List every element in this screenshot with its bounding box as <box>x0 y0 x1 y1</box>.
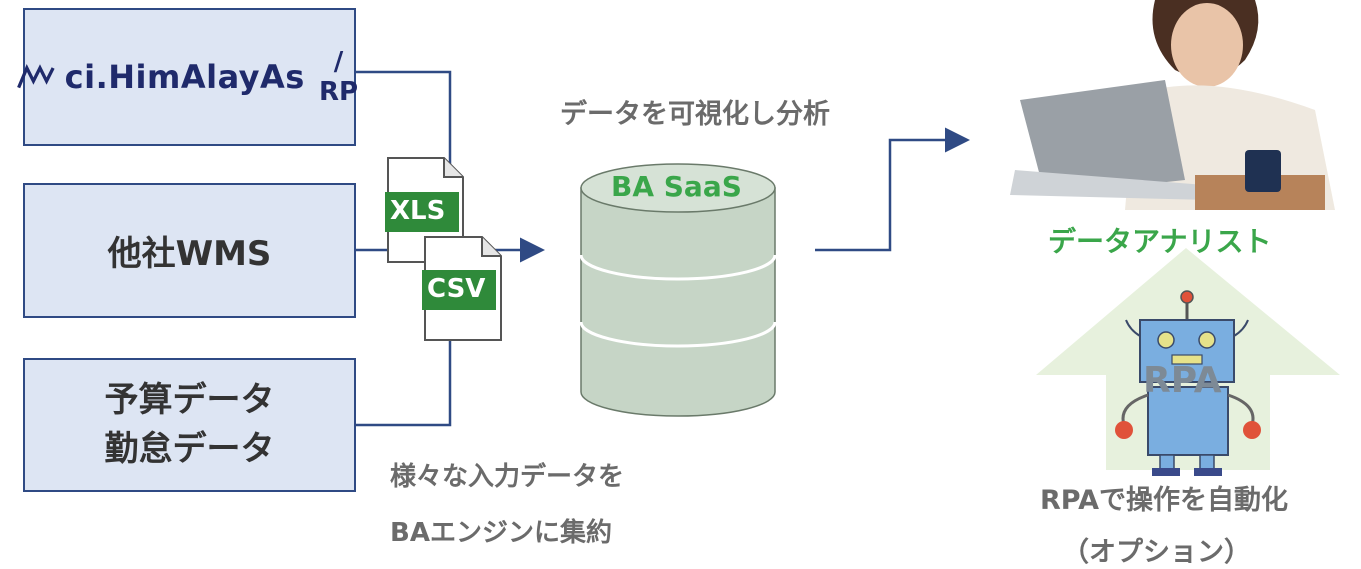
himalayas-logo-suffix: / RP <box>318 47 359 107</box>
bottom-caption-line2: BAエンジンに集約 <box>390 518 612 548</box>
other-wms-label: 他社WMS <box>107 234 272 274</box>
connector-to-analyst <box>815 127 970 252</box>
database-icon <box>579 163 777 417</box>
himalayas-logo-text: ci.HimAlayAs <box>64 58 305 96</box>
source-himalayas-box: ci.HimAlayAs / RP <box>17 8 358 146</box>
analyst-photo <box>1005 0 1345 210</box>
attendance-data-label: 勤怠データ <box>104 429 275 469</box>
xls-label: XLS <box>390 196 446 226</box>
csv-label: CSV <box>427 274 486 304</box>
top-caption: データを可視化し分析 <box>560 99 830 130</box>
csv-file-icon <box>422 236 502 341</box>
himalayas-logo-icon <box>17 64 55 89</box>
source-other-wms-box: 他社WMS <box>23 183 356 318</box>
rpa-caption-line2: （オプション） <box>1062 537 1251 568</box>
analyst-label: データアナリスト <box>1048 225 1272 258</box>
db-label: BA SaaS <box>611 170 742 203</box>
budget-data-label: 予算データ <box>104 379 275 420</box>
source-budget-box: 予算データ 勤怠データ <box>23 358 356 492</box>
himalayas-logo: ci.HimAlayAs / RP <box>17 47 362 107</box>
robot-rpa-text: RPA <box>1143 360 1222 401</box>
rpa-caption-line1: RPAで操作を自動化 <box>1040 485 1288 516</box>
bottom-caption-line1: 様々な入力データを <box>390 462 625 492</box>
robot-icon <box>1115 290 1261 476</box>
